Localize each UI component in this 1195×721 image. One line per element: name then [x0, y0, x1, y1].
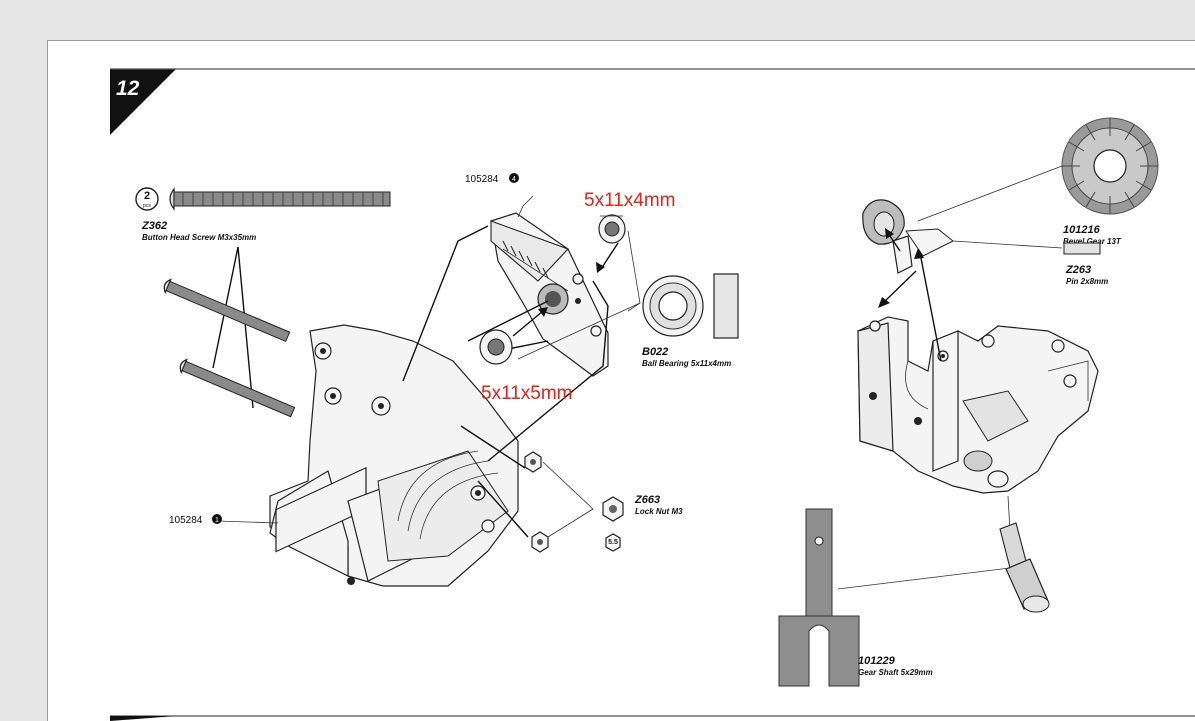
- z663-nut-group: 5.5 Z663 Lock Nut M3: [602, 494, 683, 552]
- p101229-desc: Gear Shaft 5x29mm: [858, 668, 933, 677]
- b022-desc: Ball Bearing 5x11x4mm: [642, 359, 731, 368]
- z263-pin-group: Z263 Pin 2x8mm: [952, 240, 1108, 286]
- bearing-top-arrow: [600, 242, 619, 270]
- step-badge: [110, 69, 176, 135]
- bearing-bottom-arrow: [512, 310, 544, 337]
- screw-shaft: [173, 191, 391, 207]
- output-cup: [999, 522, 1050, 613]
- screw-threads: [182, 192, 384, 206]
- z362-leader: [212, 246, 254, 409]
- bearing-bottom: [479, 329, 513, 365]
- annotation-bearing-bottom: 5x11x5mm: [481, 383, 573, 404]
- annotation-bearing-top: 5x11x4mm: [584, 190, 676, 211]
- bearing-top: [598, 214, 626, 244]
- z362-code: Z362: [141, 220, 167, 232]
- pinion-gear-assembly: [862, 199, 954, 308]
- quantity-unit: pcs: [143, 203, 151, 209]
- z362-screw-group: 2 pcs Z362 Button Head Screw M3x35mm: [135, 187, 391, 409]
- quantity-circle: [135, 187, 159, 211]
- bevel-gear-teeth: [1062, 118, 1158, 214]
- next-step-header: [110, 715, 1195, 721]
- step-number: 12: [116, 77, 140, 100]
- z663-desc: Lock Nut M3: [635, 507, 683, 516]
- bearing-top-arrowhead: [596, 262, 605, 273]
- nut-leader: [542, 461, 594, 538]
- gear-shaft-101229-group: 101229 Gear Shaft 5x29mm: [778, 508, 1011, 687]
- wrench-size: 5.5: [608, 539, 618, 546]
- gear-shaft-leader: [837, 567, 1011, 590]
- instruction-page: 12 2 pcs Z362 Button Head Screw M3x35mm: [47, 40, 1195, 721]
- p105284-1-marker: [212, 514, 222, 524]
- assembly-diagram: 12 2 pcs Z362 Button Head Screw M3x35mm: [110, 68, 1195, 721]
- angled-screws: [163, 278, 296, 418]
- z362-desc: Button Head Screw M3x35mm: [142, 233, 256, 242]
- b022-bearing-group: B022 Ball Bearing 5x11x4mm: [642, 273, 739, 368]
- p101216-desc: Bevel Gear 13T: [1063, 237, 1122, 246]
- bearing-bottom-arrowhead: [538, 307, 548, 317]
- quantity-count: 2: [144, 190, 150, 202]
- bevel-gear-leader: [917, 165, 1063, 222]
- p105284-4-code: 105284: [465, 174, 499, 185]
- b022-code: B022: [642, 346, 668, 358]
- pin-z263: [1063, 242, 1101, 255]
- p105284-1-code: 105284: [169, 515, 203, 526]
- gear-shaft-fork: [778, 615, 860, 687]
- z663-code: Z663: [634, 494, 660, 506]
- angled-screw-2: [179, 358, 296, 418]
- z263-code: Z263: [1065, 264, 1091, 276]
- wrench-size-hex: [605, 533, 621, 552]
- lock-nut-1: [524, 451, 542, 473]
- housing-teeth: [502, 240, 549, 279]
- bearing-ref-line-top: [627, 230, 641, 312]
- angled-screw-1: [163, 278, 291, 343]
- bevel-gear-101216-group: 101216 Bevel Gear 13T: [917, 117, 1159, 246]
- p105284-4-marker: [509, 173, 519, 183]
- lock-nut-2: [531, 531, 549, 553]
- gearbox-housing-right: [857, 248, 1099, 532]
- p101216-code: 101216: [1063, 224, 1101, 236]
- p101229-code: 101229: [858, 655, 896, 667]
- bearing-ref-line-bottom: [517, 302, 641, 360]
- z263-desc: Pin 2x8mm: [1066, 277, 1108, 286]
- housing-105284-4: 105284 4: [465, 173, 609, 377]
- p105284-4-marker-text: 4: [512, 176, 516, 183]
- p105284-1-marker-text: 1: [215, 517, 219, 524]
- step-header: 12: [110, 68, 1195, 135]
- housing-105284-1: 105284 1: [169, 324, 519, 587]
- screw-head: [169, 187, 175, 211]
- gear-shaft-upper: [805, 508, 833, 618]
